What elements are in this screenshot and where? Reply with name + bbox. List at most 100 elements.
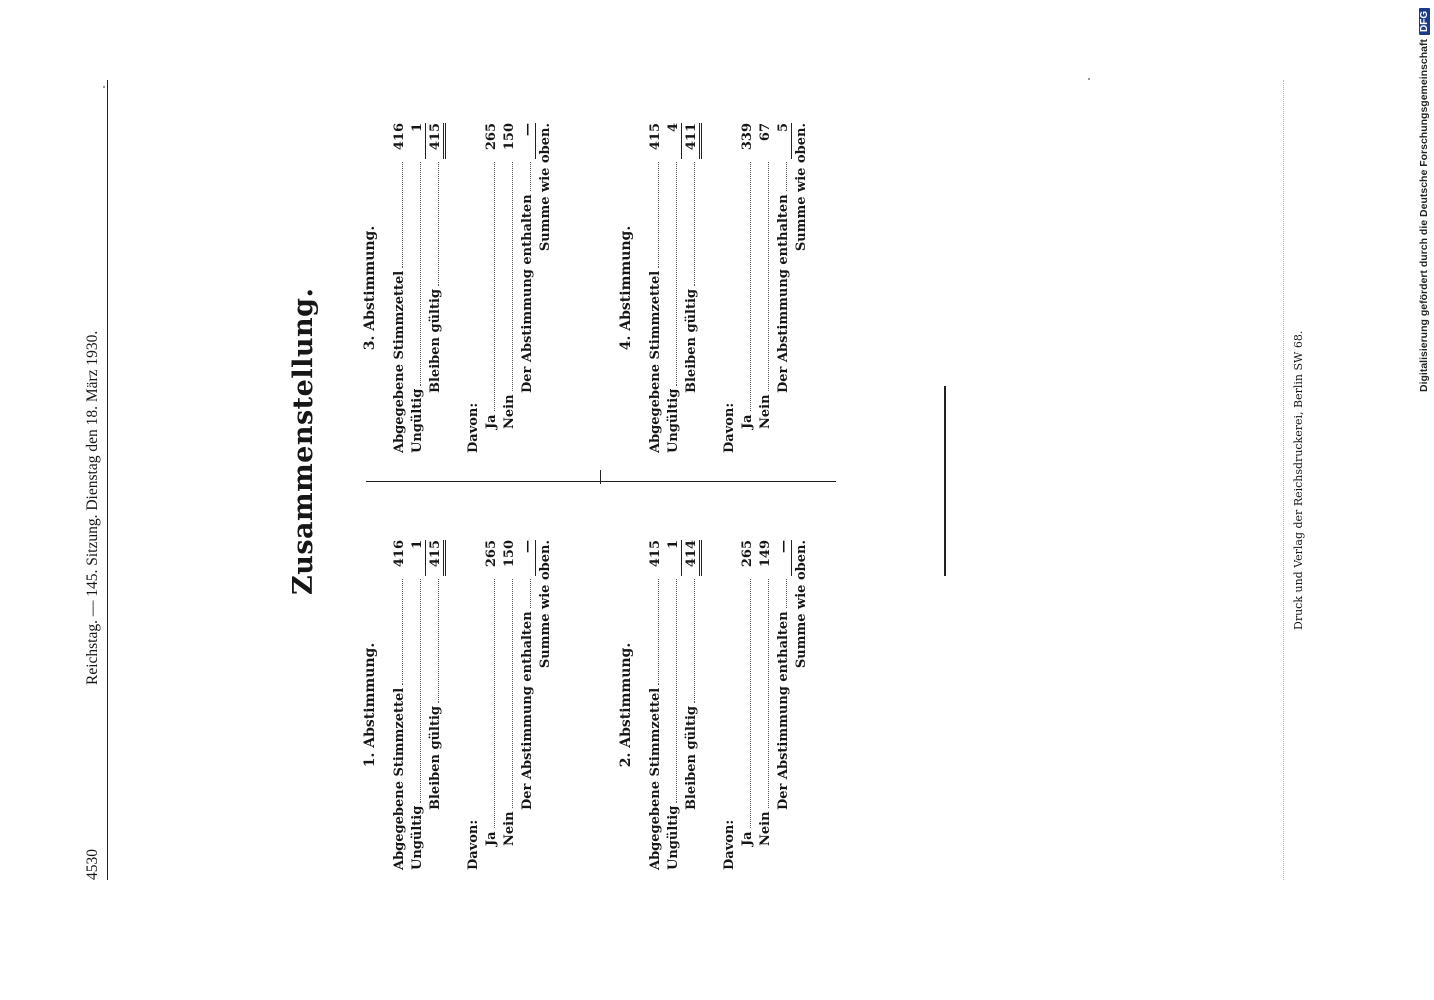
dot-leader — [740, 579, 751, 829]
vote-row: Der Abstimmung enthalten — — [520, 123, 538, 393]
dot-leader — [666, 579, 677, 803]
dot-leader — [502, 579, 513, 809]
dot-leader — [484, 579, 495, 829]
row-value: 415 — [428, 123, 446, 159]
vote-row: Nein 149 — [758, 540, 776, 846]
row-label: Ja — [740, 414, 755, 429]
header-rule — [107, 80, 108, 880]
vote-row: Davon: — [466, 123, 484, 453]
row-label: Nein — [502, 394, 517, 429]
vote-row: Summe wie oben. — [794, 540, 812, 870]
row-value: 150 — [502, 540, 517, 568]
row-label: Bleiben gültig — [684, 289, 699, 393]
vote-row: Davon: — [722, 540, 740, 870]
vote-row: Ungültig 1 — [410, 123, 428, 453]
vote-row: Davon: — [722, 123, 740, 453]
dot-leader — [666, 162, 677, 386]
row-value: 265 — [484, 123, 499, 151]
end-rule — [944, 386, 946, 576]
row-label: Abgegebene Stimmzettel — [648, 270, 663, 453]
row-label: Ja — [484, 414, 499, 429]
dot-leader — [776, 162, 787, 192]
row-value: 414 — [684, 540, 702, 576]
row-label: Ungültig — [410, 388, 425, 453]
header-title: Reichstag. — 145. Sitzung. Dienstag den … — [84, 330, 101, 685]
dot-leader — [392, 162, 403, 268]
row-label: Ungültig — [410, 805, 425, 870]
column-divider-tick — [600, 470, 601, 484]
page-number: 4530 — [84, 849, 101, 880]
dot-leader — [648, 579, 659, 685]
row-value: 415 — [648, 540, 663, 568]
row-label: Ungültig — [666, 388, 681, 453]
row-value: — — [520, 540, 536, 576]
row-value: 416 — [392, 123, 407, 151]
row-value: 1 — [410, 123, 426, 159]
vote-row: Abgegebene Stimmzettel 415 — [648, 540, 666, 870]
row-value: 265 — [740, 540, 755, 568]
vote-row: Der Abstimmung enthalten 5 — [776, 123, 794, 393]
vote-row: Summe wie oben. — [538, 123, 556, 453]
dot-leader — [410, 162, 421, 386]
row-value: 149 — [758, 540, 773, 568]
row-label: Der Abstimmung enthalten — [776, 194, 791, 393]
dot-leader — [758, 162, 769, 392]
row-label: Davon: — [466, 402, 481, 453]
row-label: Der Abstimmung enthalten — [520, 611, 535, 810]
row-label: Nein — [758, 811, 773, 846]
vote-row: Summe wie oben. — [538, 540, 556, 870]
row-value: 67 — [758, 123, 773, 142]
dot-leader — [484, 162, 495, 412]
margin-dotted-line — [1283, 80, 1284, 880]
speck — [103, 86, 105, 88]
row-label: Summe wie oben. — [538, 540, 553, 669]
vote-title: 3. Abstimmung. — [362, 225, 378, 351]
running-header: 4530 Reichstag. — 145. Sitzung. Dienstag… — [78, 80, 108, 880]
vote-row: Bleiben gültig 415 — [428, 540, 446, 810]
dfg-credit-text: Digitalisierung gefördert durch die Deut… — [1418, 39, 1430, 392]
dot-leader — [758, 579, 769, 809]
row-value: — — [520, 123, 536, 159]
row-label: Bleiben gültig — [428, 706, 443, 810]
row-label: Summe wie oben. — [794, 540, 809, 669]
row-label: Davon: — [722, 819, 737, 870]
dot-leader — [684, 579, 695, 703]
vote-row: Der Abstimmung enthalten— — [776, 540, 794, 810]
vote-title: 1. Abstimmung. — [362, 642, 378, 768]
dot-leader — [428, 162, 439, 286]
row-value: 5 — [776, 123, 792, 159]
vote-row: Abgegebene Stimmzettel 416 — [392, 123, 410, 453]
dot-leader — [740, 162, 751, 412]
dot-leader — [776, 579, 787, 609]
row-value: 415 — [428, 540, 446, 576]
row-label: Bleiben gültig — [684, 706, 699, 810]
page-title: Zusammenstellung. — [288, 287, 319, 595]
row-label: Der Abstimmung enthalten — [520, 194, 535, 393]
dot-leader — [684, 162, 695, 286]
vote-row: Davon: — [466, 540, 484, 870]
dot-leader — [392, 579, 403, 685]
vote-row: Bleiben gültig 414 — [684, 540, 702, 810]
row-label: Summe wie oben. — [538, 123, 553, 252]
vote-title: 4. Abstimmung. — [618, 225, 634, 351]
dot-leader — [428, 579, 439, 703]
row-label: Abgegebene Stimmzettel — [648, 687, 663, 870]
dot-leader — [502, 162, 513, 392]
row-label: Abgegebene Stimmzettel — [392, 270, 407, 453]
row-label: Abgegebene Stimmzettel — [392, 687, 407, 870]
vote-row: Summe wie oben. — [794, 123, 812, 453]
dot-leader — [520, 579, 531, 609]
